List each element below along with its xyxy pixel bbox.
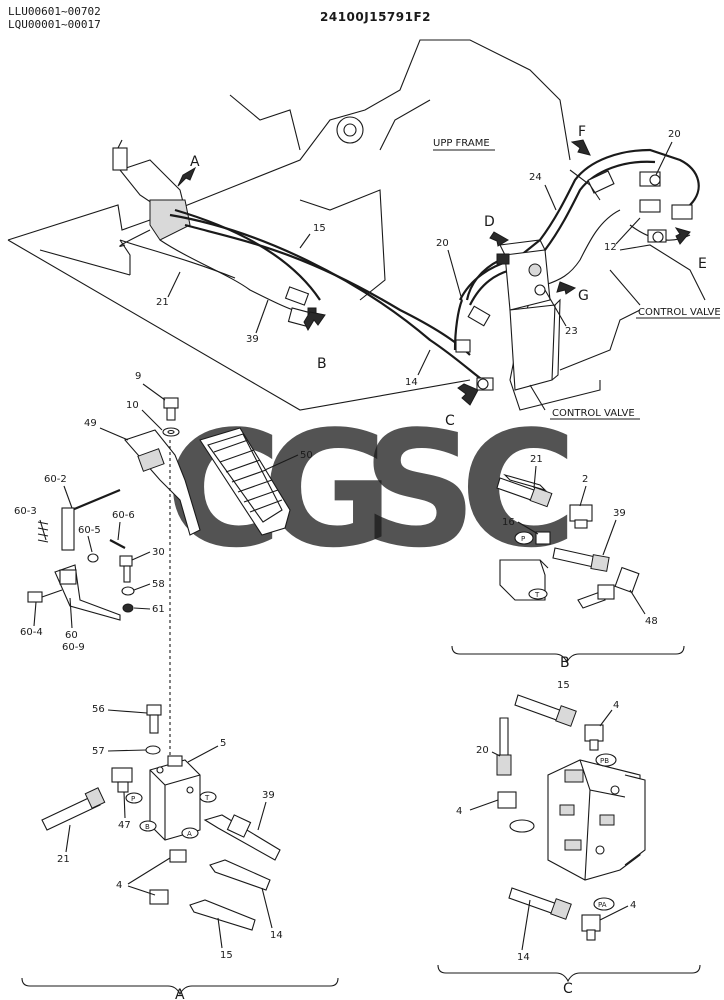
part-21-view-b: 21 bbox=[530, 454, 543, 465]
part-4-view-c-bottom: 4 bbox=[630, 900, 636, 911]
port-tag-pa: PA bbox=[598, 901, 607, 909]
part-21-view-a: 21 bbox=[57, 854, 70, 865]
part-47: 47 bbox=[118, 820, 131, 831]
port-tag-b-a: B bbox=[145, 823, 150, 831]
part-60-3: 60-3 bbox=[14, 506, 37, 517]
port-tag-t-b: T bbox=[534, 591, 540, 599]
view-letter-b: B bbox=[317, 356, 327, 372]
part-61: 61 bbox=[152, 604, 165, 615]
part-10: 10 bbox=[126, 400, 139, 411]
part-60-4: 60-4 bbox=[20, 627, 43, 638]
serial-range-2: LQU00001~00017 bbox=[8, 18, 101, 31]
part-4-view-c-top: 4 bbox=[613, 700, 619, 711]
part-48: 48 bbox=[645, 616, 658, 627]
part-57: 57 bbox=[92, 746, 105, 757]
part-9: 9 bbox=[135, 371, 141, 382]
part-15-view-a: 15 bbox=[220, 950, 233, 961]
part-49: 49 bbox=[84, 418, 97, 429]
view-letter-g: G bbox=[578, 288, 589, 304]
part-4-view-c-left: 4 bbox=[456, 806, 462, 817]
part-39-view-b: 39 bbox=[613, 508, 626, 519]
view-c-caption: C bbox=[563, 981, 573, 997]
part-15-overview: 15 bbox=[313, 223, 326, 234]
view-arrows bbox=[177, 139, 691, 406]
view-letter-a: A bbox=[190, 154, 200, 170]
part-50: 50 bbox=[300, 450, 313, 461]
control-valve-label-lower: CONTROL VALVE bbox=[552, 408, 635, 419]
part-39-view-a: 39 bbox=[262, 790, 275, 801]
view-a-caption: A bbox=[175, 987, 185, 1000]
part-5: 5 bbox=[220, 738, 226, 749]
view-a-exploded: P T B A 9 10 49 50 60-2 60-3 60-5 60-6 3… bbox=[14, 371, 339, 1000]
part-14-view-c: 14 bbox=[517, 952, 530, 963]
view-letter-f: F bbox=[578, 124, 586, 140]
part-60-5: 60-5 bbox=[78, 525, 101, 536]
part-12-overview: 12 bbox=[604, 242, 617, 253]
view-letter-c: C bbox=[445, 413, 455, 429]
part-2: 2 bbox=[582, 474, 588, 485]
upp-frame-label: UPP FRAME bbox=[433, 138, 490, 149]
part-20-overview-right: 20 bbox=[668, 129, 681, 140]
view-letter-d: D bbox=[484, 214, 495, 230]
serial-range-1: LLU00601~00702 bbox=[8, 5, 101, 18]
control-valve-label-right: CONTROL VALVE bbox=[638, 307, 721, 318]
view-b-caption: B bbox=[560, 655, 570, 671]
part-56: 56 bbox=[92, 704, 105, 715]
part-21-overview: 21 bbox=[156, 297, 169, 308]
part-4-view-a: 4 bbox=[116, 880, 122, 891]
part-60-6: 60-6 bbox=[112, 510, 135, 521]
part-20-view-c: 20 bbox=[476, 745, 489, 756]
part-23-overview: 23 bbox=[565, 326, 578, 337]
part-60: 60 bbox=[65, 630, 78, 641]
view-c-exploded: PB PA 15 4 20 4 4 14 C bbox=[437, 680, 701, 997]
part-14-view-a: 14 bbox=[270, 930, 283, 941]
view-b-exploded: T P 21 2 16 39 48 B bbox=[451, 454, 685, 671]
port-tag-p-b: P bbox=[521, 535, 525, 543]
part-39-overview: 39 bbox=[246, 334, 259, 345]
port-tag-p-a: P bbox=[131, 795, 135, 803]
port-tag-t-a: T bbox=[204, 794, 210, 802]
drawing-number: 24100J15791F2 bbox=[320, 10, 432, 24]
port-tag-pb: PB bbox=[600, 757, 609, 765]
overview-assembly: UPP FRAME CONTROL VALVE CONTROL VALVE A … bbox=[7, 39, 721, 429]
part-30: 30 bbox=[152, 547, 165, 558]
part-20-overview-left: 20 bbox=[436, 238, 449, 249]
part-16: 16 bbox=[502, 517, 515, 528]
watermark-letter-3: S bbox=[362, 396, 477, 583]
watermark-letter-2: G bbox=[262, 396, 393, 583]
view-letter-e: E bbox=[698, 256, 707, 272]
part-60-2: 60-2 bbox=[44, 474, 67, 485]
part-58: 58 bbox=[152, 579, 165, 590]
part-14-overview: 14 bbox=[405, 377, 418, 388]
part-60-9: 60-9 bbox=[62, 642, 85, 653]
port-tag-a-a: A bbox=[187, 830, 192, 838]
part-15-view-c: 15 bbox=[557, 680, 570, 691]
part-24-overview: 24 bbox=[529, 172, 542, 183]
